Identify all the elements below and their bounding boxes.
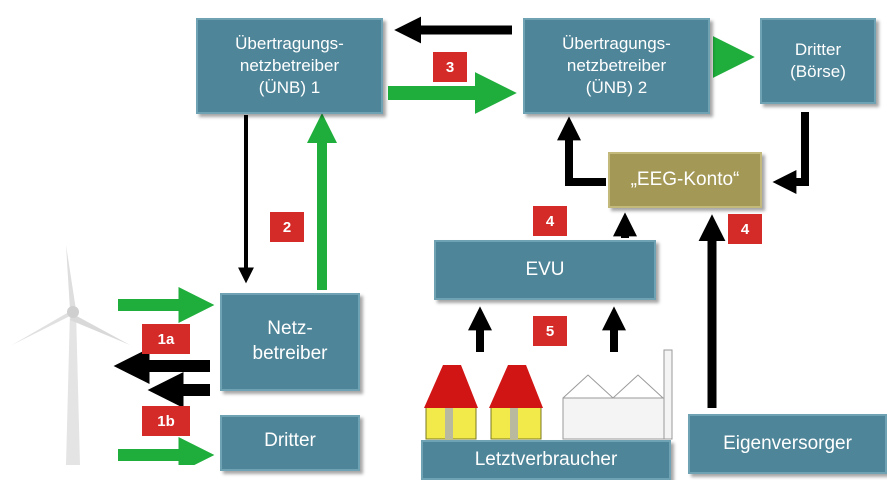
wind-turbine-icon: [12, 245, 130, 465]
unb1-box: Übertragungs- netzbetreiber (ÜNB) 1: [196, 18, 383, 114]
letztverbraucher-label: Letztverbraucher: [474, 449, 618, 470]
house-icon: [424, 365, 478, 440]
dritter-box: Dritter: [220, 415, 360, 471]
dritter-label: Dritter: [264, 430, 316, 451]
letztverbraucher-box: Letztverbraucher: [421, 440, 671, 480]
house-icon: [489, 365, 543, 440]
evu-label: EVU: [525, 258, 565, 280]
arrow-konto-to-unb2: [557, 116, 606, 186]
unb1-label: Übertragungs- netzbetreiber (ÜNB) 1: [235, 33, 344, 98]
badge-1a: 1a: [142, 324, 190, 354]
eeg-konto-label: „EEG-Konto“: [630, 168, 740, 190]
badge-3: 3: [433, 52, 467, 82]
factory-icon: [562, 349, 673, 440]
diagram-graphics: [12, 16, 809, 465]
eeg-konto-box: „EEG-Konto“: [608, 152, 762, 208]
badge-1b: 1b: [142, 406, 190, 436]
eigenversorger-box: Eigenversorger: [688, 414, 887, 474]
dritter-boerse-box: Dritter (Börse): [760, 18, 876, 104]
eigenversorger-label: Eigenversorger: [723, 433, 852, 454]
badge-2: 2: [270, 212, 304, 242]
badge-4-right: 4: [728, 214, 762, 244]
badge-4-left: 4: [533, 206, 567, 236]
dritter-boerse-label: Dritter (Börse): [790, 39, 846, 81]
netzbetreiber-label: Netz- betreiber: [252, 318, 328, 364]
unb2-box: Übertragungs- netzbetreiber (ÜNB) 2: [523, 18, 710, 114]
unb2-label: Übertragungs- netzbetreiber (ÜNB) 2: [562, 33, 671, 98]
evu-box: EVU: [434, 240, 656, 300]
badge-5: 5: [533, 316, 567, 346]
netzbetreiber-box: Netz- betreiber: [220, 293, 360, 391]
arrow-boerse-to-konto: [772, 112, 809, 194]
